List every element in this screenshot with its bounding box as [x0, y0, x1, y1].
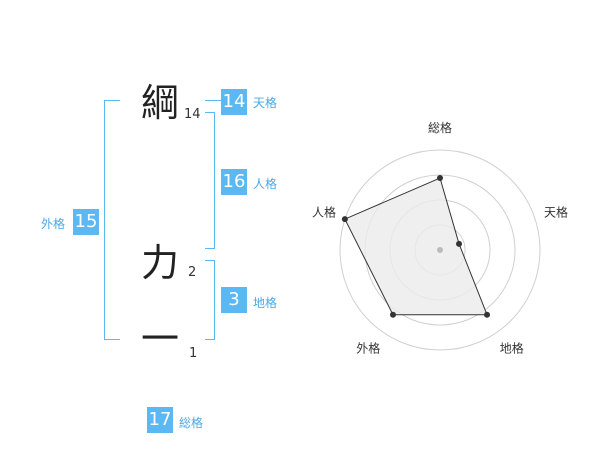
name-char-1-strokes: 14	[184, 107, 201, 122]
tenkaku-badge: 14	[221, 89, 247, 115]
radar-axis-label-0: 総格	[428, 120, 452, 135]
radar-axis-label-1: 天格	[544, 204, 568, 219]
radar-axis-label-4: 人格	[312, 204, 336, 219]
jinkaku-label: 人格	[253, 177, 278, 191]
jinkaku-bracket	[205, 112, 215, 249]
radar-point-2	[484, 311, 491, 318]
gaikaku-label: 外格	[41, 217, 66, 231]
name-char-3-strokes: 1	[189, 346, 198, 361]
soukaku-label: 総格	[179, 416, 204, 430]
radar-area	[344, 177, 488, 316]
radar-point-3	[389, 311, 396, 318]
tenkaku-bracket	[205, 100, 221, 101]
radar-point-4	[341, 216, 348, 223]
chikaku-label: 地格	[253, 296, 278, 310]
name-char-1: 綱	[141, 81, 180, 125]
gaikaku-bracket	[104, 100, 120, 340]
radar-points	[341, 175, 491, 318]
name-char-2: 力	[141, 241, 180, 285]
soukaku-badge: 17	[147, 407, 173, 433]
chikaku-bracket	[205, 260, 215, 340]
radar-axis-label-2: 地格	[500, 341, 524, 356]
radar-ring-4	[339, 149, 541, 351]
radar-point-0	[437, 175, 443, 181]
name-char-3: 一	[141, 317, 180, 361]
radar-point-1	[456, 240, 463, 247]
tenkaku-label: 天格	[253, 96, 278, 110]
radar-center	[437, 247, 443, 253]
gaikaku-badge: 15	[73, 209, 99, 235]
name-char-2-strokes: 2	[188, 265, 197, 280]
chikaku-badge: 3	[221, 287, 247, 313]
radar-axis-label-3: 外格	[356, 341, 380, 356]
jinkaku-badge: 16	[221, 169, 247, 195]
